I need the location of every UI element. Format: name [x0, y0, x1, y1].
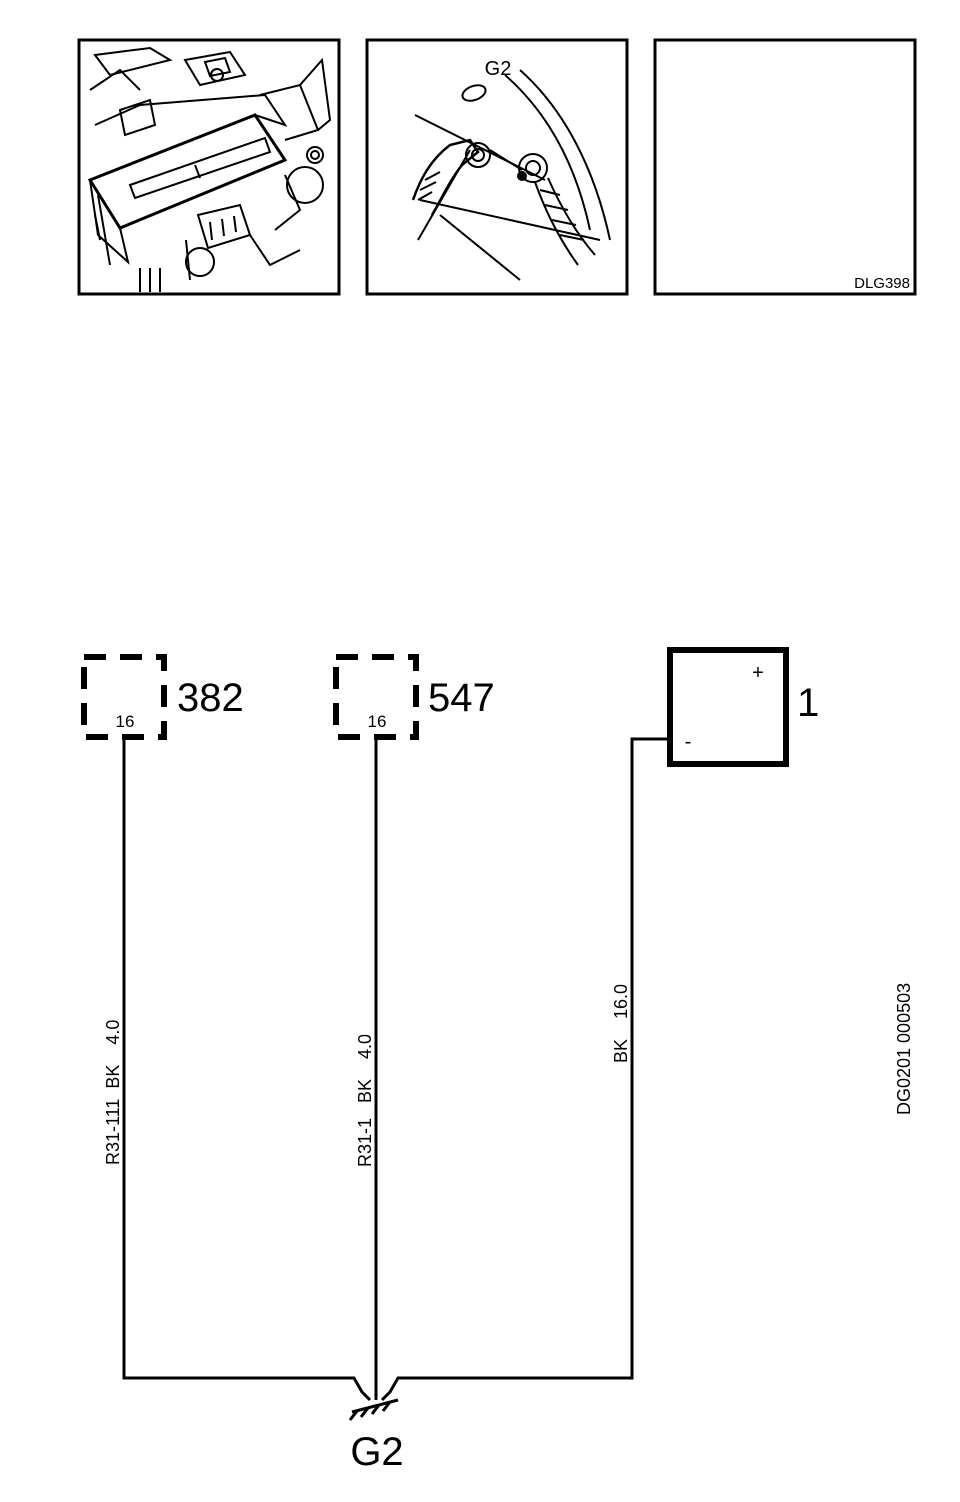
- component-382-pin: 16: [116, 712, 135, 731]
- battery-plus-terminal: +: [752, 662, 764, 684]
- wire-label-bk-16: BK 16.0: [611, 984, 631, 1063]
- ground-label: G2: [350, 1430, 403, 1474]
- panel-ground-label: G2: [485, 58, 512, 80]
- wire-paths: [122, 737, 670, 1402]
- ground-point-illustration: [411, 69, 611, 281]
- ground-symbol: [348, 1398, 399, 1421]
- panel-reference-code: DLG398: [854, 275, 910, 292]
- wire-382-to-ground: [122, 737, 372, 1402]
- wire-label-r31-111: R31-111 BK 4.0: [103, 1020, 123, 1165]
- location-panel-3: DLG398: [653, 38, 917, 296]
- component-382: 16 382: [81, 654, 244, 740]
- wire-label-r31-1: R31-1 BK 4.0: [355, 1034, 375, 1167]
- component-1-id: 1: [797, 681, 819, 725]
- fusebox-illustration: [87, 46, 332, 292]
- location-panel-1: [77, 38, 341, 296]
- document-id: DG0201 000503: [894, 983, 914, 1115]
- location-panel-2: G2: [365, 38, 629, 296]
- component-1-battery: + - 1: [667, 647, 819, 767]
- component-382-id: 382: [177, 676, 244, 720]
- component-547-pin: 16: [368, 712, 387, 731]
- component-547-id: 547: [428, 676, 495, 720]
- wire-battery-to-ground: [380, 737, 670, 1402]
- component-547: 16 547: [333, 654, 495, 740]
- battery-minus-terminal: -: [685, 731, 692, 753]
